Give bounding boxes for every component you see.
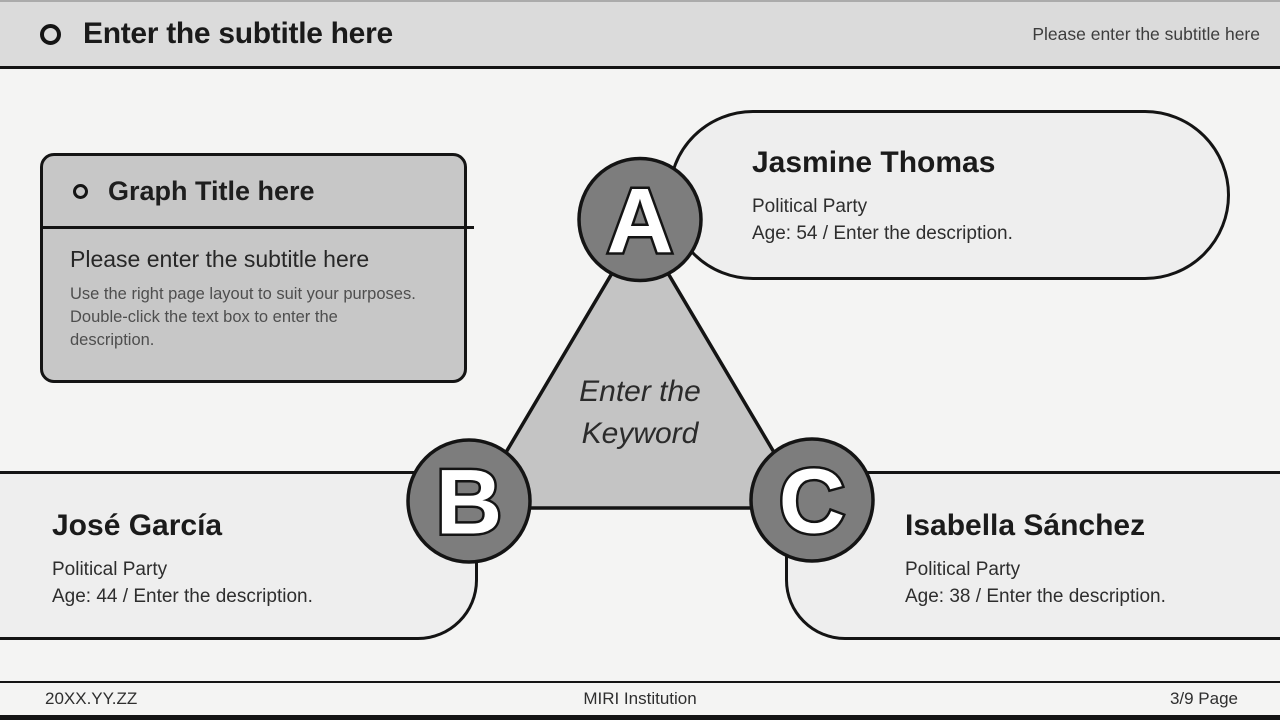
graph-card-subtitle: Please enter the subtitle here (70, 246, 370, 272)
graph-card-title: Graph Title here (108, 175, 315, 206)
slide-footer: 20XX.YY.ZZ MIRI Institution 3/9 Page (0, 681, 1280, 720)
info-box-a[interactable]: Jasmine Thomas Political Party Age: 54 /… (668, 110, 1230, 280)
keyword-placeholder[interactable]: Enter the Keyword (579, 375, 701, 450)
footer-institution: MIRI Institution (583, 689, 697, 708)
person-party: Political Party (752, 196, 868, 217)
header-subtitle[interactable]: Please enter the subtitle here (1032, 23, 1260, 44)
person-detail: Age: 38 / Enter the description. (905, 586, 1166, 607)
footer-bottom-bar (0, 715, 1280, 720)
slide-header: Enter the subtitle here Please enter the… (0, 0, 1280, 69)
person-name: José García (52, 509, 223, 542)
person-detail: Age: 44 / Enter the description. (52, 586, 313, 607)
person-party: Political Party (905, 559, 1021, 580)
ring-icon (73, 183, 88, 199)
card-divider (40, 226, 474, 229)
node-letter-a: A (607, 170, 673, 272)
info-box-b[interactable]: José García Political Party Age: 44 / En… (0, 471, 478, 640)
ring-icon (40, 23, 61, 45)
person-detail: Age: 54 / Enter the description. (752, 223, 1013, 244)
person-name: Isabella Sánchez (905, 509, 1146, 542)
graph-card-body: Please enter the subtitle here Use the r… (43, 226, 464, 352)
footer-page-number: 3/9 Page (1169, 689, 1238, 708)
info-box-c[interactable]: Isabella Sánchez Political Party Age: 38… (785, 471, 1280, 640)
graph-title-card[interactable]: Graph Title here Please enter the subtit… (40, 153, 474, 383)
graph-card-header: Graph Title here (43, 156, 464, 226)
person-party: Political Party (52, 559, 168, 580)
page-title[interactable]: Enter the subtitle here (83, 17, 393, 50)
footer-date: 20XX.YY.ZZ (45, 689, 138, 708)
person-name: Jasmine Thomas (752, 146, 996, 179)
graph-card-description: Use the right page layout to suit your p… (70, 285, 416, 349)
